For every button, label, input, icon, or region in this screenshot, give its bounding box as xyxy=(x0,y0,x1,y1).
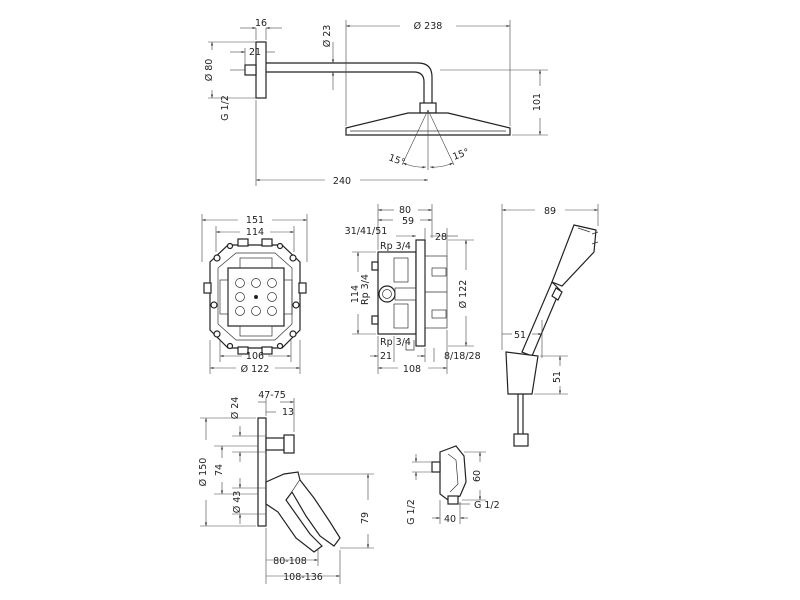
dim-28: 28 xyxy=(435,232,447,243)
diverter-knob xyxy=(265,437,285,451)
dim-80: 80 xyxy=(399,205,411,216)
wall-outlet-view: 60 G 1/2 40 G 1/2 xyxy=(406,445,500,525)
rp-mid: Rp 3/4 xyxy=(360,274,371,305)
dim-21-box: 21 xyxy=(380,351,392,362)
mixer-wall-plate xyxy=(257,417,267,527)
dim-d150: Ø 150 xyxy=(198,458,209,487)
mixer-view: 47-75 13 Ø 24 Ø 150 74 Ø 43 79 xyxy=(198,390,374,584)
dim-g12-right: G 1/2 xyxy=(474,500,500,511)
connector-circle xyxy=(378,285,396,303)
wall-connector xyxy=(244,64,257,76)
dim-8-18-28: 8/18/28 xyxy=(444,351,481,362)
hand-shower-holder xyxy=(505,351,539,395)
dim-101: 101 xyxy=(532,93,543,111)
dim-51-horizontal: 51 xyxy=(514,330,526,341)
outlet-connector xyxy=(431,461,441,473)
dim-89: 89 xyxy=(544,206,556,217)
rp-top: Rp 3/4 xyxy=(380,241,411,252)
dim-108-136: 108-136 xyxy=(283,572,323,583)
outlet-body xyxy=(439,445,467,501)
dim-151: 151 xyxy=(246,215,264,226)
dim-16: 16 xyxy=(255,18,267,29)
dim-d43: Ø 43 xyxy=(232,491,243,514)
dim-106: 106 xyxy=(246,351,264,362)
dim-47-75: 47-75 xyxy=(258,390,286,401)
dim-240: 240 xyxy=(333,176,351,187)
dim-d122-vertical: Ø 122 xyxy=(458,280,469,309)
dim-80-108: 80-108 xyxy=(273,556,307,567)
dim-d238: Ø 238 xyxy=(414,21,443,32)
box-front-view: 151 114 106 Ø 122 xyxy=(201,214,308,375)
rp-bottom: Rp 3/4 xyxy=(380,337,411,348)
dim-51-vertical: 51 xyxy=(552,371,563,383)
dim-79: 79 xyxy=(360,512,371,524)
dim-108: 108 xyxy=(403,364,421,375)
dim-74: 74 xyxy=(214,464,225,476)
dim-d23: Ø 23 xyxy=(322,25,333,48)
hand-shower-head xyxy=(551,224,597,287)
box-side-flange xyxy=(415,239,426,347)
dim-60: 60 xyxy=(472,470,483,482)
box-side-view: 80 59 31/41/51 28 Rp 3/4 Rp 3/4 Rp 3/4 1… xyxy=(345,204,481,375)
dim-21: 21 xyxy=(249,47,261,58)
angle-right: 15° xyxy=(451,147,471,163)
dim-40: 40 xyxy=(444,514,456,525)
dim-13: 13 xyxy=(282,407,294,418)
dim-d80: Ø 80 xyxy=(204,59,215,82)
dim-g12: G 1/2 xyxy=(220,95,231,121)
dim-d122: Ø 122 xyxy=(241,364,270,375)
dim-114: 114 xyxy=(246,227,264,238)
hand-shower-view: 89 51 51 xyxy=(501,204,599,447)
dim-31-41-51: 31/41/51 xyxy=(345,226,388,237)
dim-114-vertical: 114 xyxy=(350,285,361,303)
shower-arm-bottom xyxy=(266,71,425,103)
dim-59: 59 xyxy=(402,216,414,227)
head-shower-view: 16 21 Ø 80 G 1/2 Ø 23 Ø 238 101 xyxy=(204,18,548,187)
dim-d24: Ø 24 xyxy=(230,397,241,420)
mixer-lever xyxy=(265,471,323,553)
shower-arm-top xyxy=(266,62,433,103)
dim-g12-left: G 1/2 xyxy=(406,499,417,525)
angle-left: 15° xyxy=(387,152,407,168)
